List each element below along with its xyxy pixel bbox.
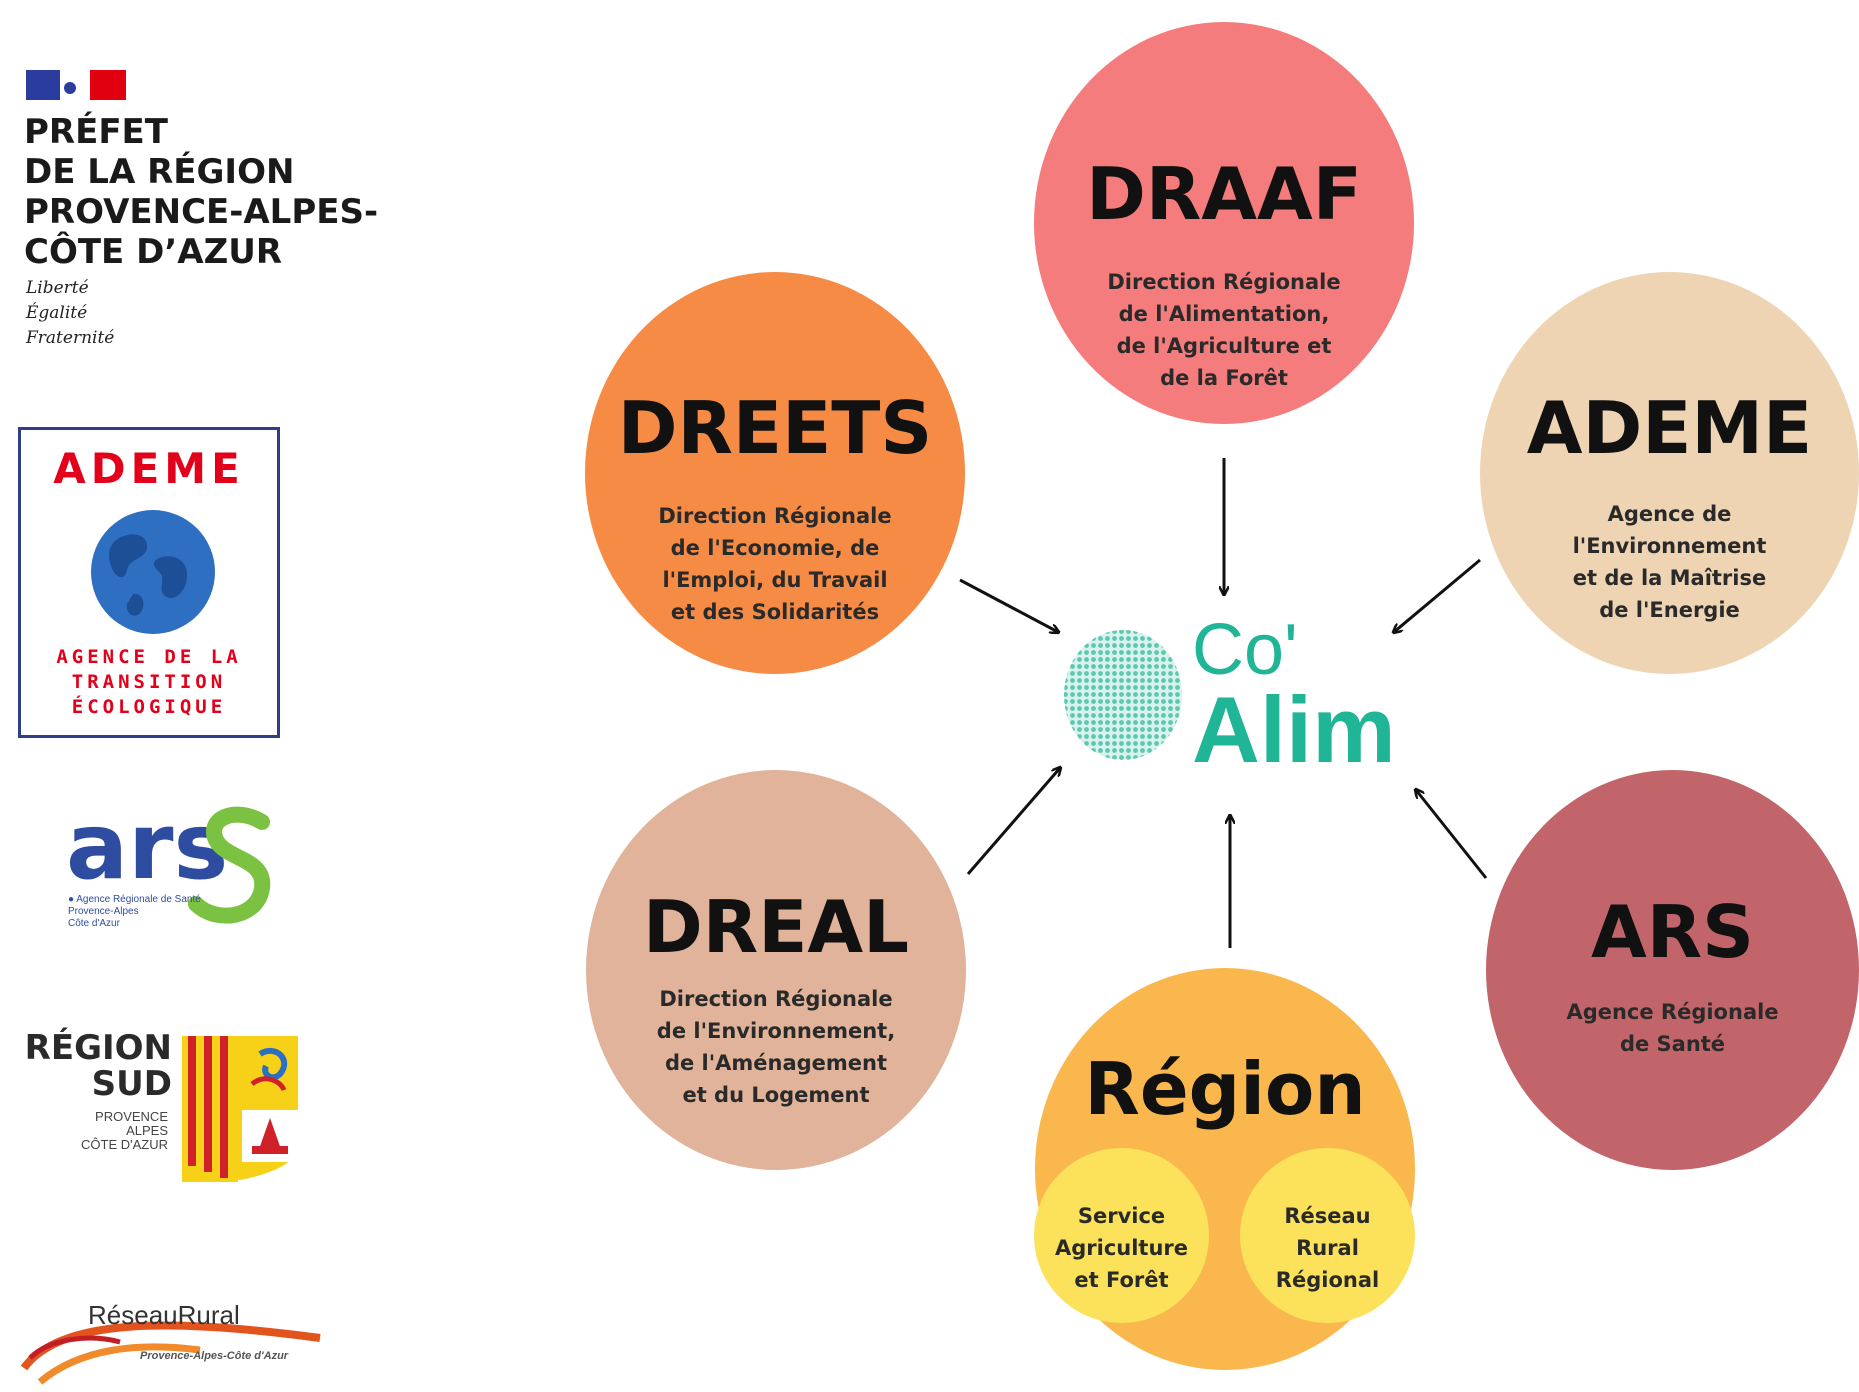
node-dreal-desc: Direction Régionale de l'Environnement, … <box>656 987 896 1107</box>
node-ademe-abbr: ADEME <box>1526 386 1813 470</box>
node-region-service: Service Agriculture et Forêt <box>1034 1148 1209 1323</box>
node-ars-desc: Agence Régionale de Santé <box>1566 1000 1779 1056</box>
node-region-abbr: Région <box>1084 1047 1366 1131</box>
coalim-co: Co' <box>1192 610 1298 690</box>
ars-logo: ars <box>66 800 271 924</box>
node-region-reseau-label: Réseau Rural Régional <box>1275 1204 1380 1292</box>
prefet-motto: Liberté Égalité Fraternité <box>26 278 115 348</box>
node-dreal: DREAL Direction Régionale de l'Environne… <box>586 770 966 1170</box>
node-ademe-desc: Agence de l'Environnement et de la Maîtr… <box>1572 502 1767 622</box>
arrow-dreal <box>966 768 1060 875</box>
prefet-title: PRÉFET DE LA RÉGION PROVENCE-ALPES- CÔTE… <box>24 112 379 272</box>
reseau-rural-name: RéseauRural <box>88 1300 240 1330</box>
node-draaf-desc: Direction Régionale de l'Alimentation, d… <box>1107 270 1341 390</box>
node-draaf: DRAAF Direction Régionale de l'Alimentat… <box>1034 22 1414 424</box>
reseau-rural-logo <box>20 1321 321 1385</box>
globe-icon <box>91 510 215 634</box>
arrow-dreets <box>959 578 1058 632</box>
ademe-logo-subtitle: AGENCE DE LA TRANSITION ÉCOLOGIQUE <box>56 646 242 718</box>
reseau-rural-subtitle: Provence-Alpes-Côte d'Azur <box>140 1350 289 1362</box>
node-region-reseau: Réseau Rural Régional <box>1240 1148 1415 1323</box>
node-ars-abbr: ARS <box>1590 890 1755 974</box>
arrow-ars <box>1416 790 1488 879</box>
ars-logo-subtitle: ● Agence Régionale de Santé Provence-Alp… <box>68 894 201 929</box>
arrow-ademe <box>1394 558 1481 632</box>
ademe-logo: ADEME AGENCE DE LA TRANSITION ÉCOLOGIQUE <box>18 427 280 738</box>
node-ademe: ADEME Agence de l'Environnement et de la… <box>1480 272 1859 674</box>
node-dreets: DREETS Direction Régionale de l'Economie… <box>585 272 965 674</box>
node-dreal-abbr: DREAL <box>643 885 909 969</box>
coalim-dotted-circle-icon <box>1064 630 1182 760</box>
node-ars: ARS Agence Régionale de Santé <box>1486 770 1859 1170</box>
node-dreets-desc: Direction Régionale de l'Economie, de l'… <box>658 504 892 624</box>
node-dreets-abbr: DREETS <box>617 386 933 470</box>
region-shield-icon <box>182 1036 298 1182</box>
french-flag-icon <box>26 70 126 100</box>
coalim-alim: Alim <box>1192 677 1396 782</box>
region-sud-name: RÉGION SUD <box>24 1028 172 1104</box>
ademe-logo-name: ADEME <box>53 444 245 493</box>
ars-logo-name: ars <box>66 800 228 900</box>
region-sud-subtitle: PROVENCE ALPES CÔTE D'AZUR <box>81 1109 168 1152</box>
node-region-service-label: Service Agriculture et Forêt <box>1054 1204 1189 1292</box>
node-draaf-abbr: DRAAF <box>1086 152 1362 236</box>
